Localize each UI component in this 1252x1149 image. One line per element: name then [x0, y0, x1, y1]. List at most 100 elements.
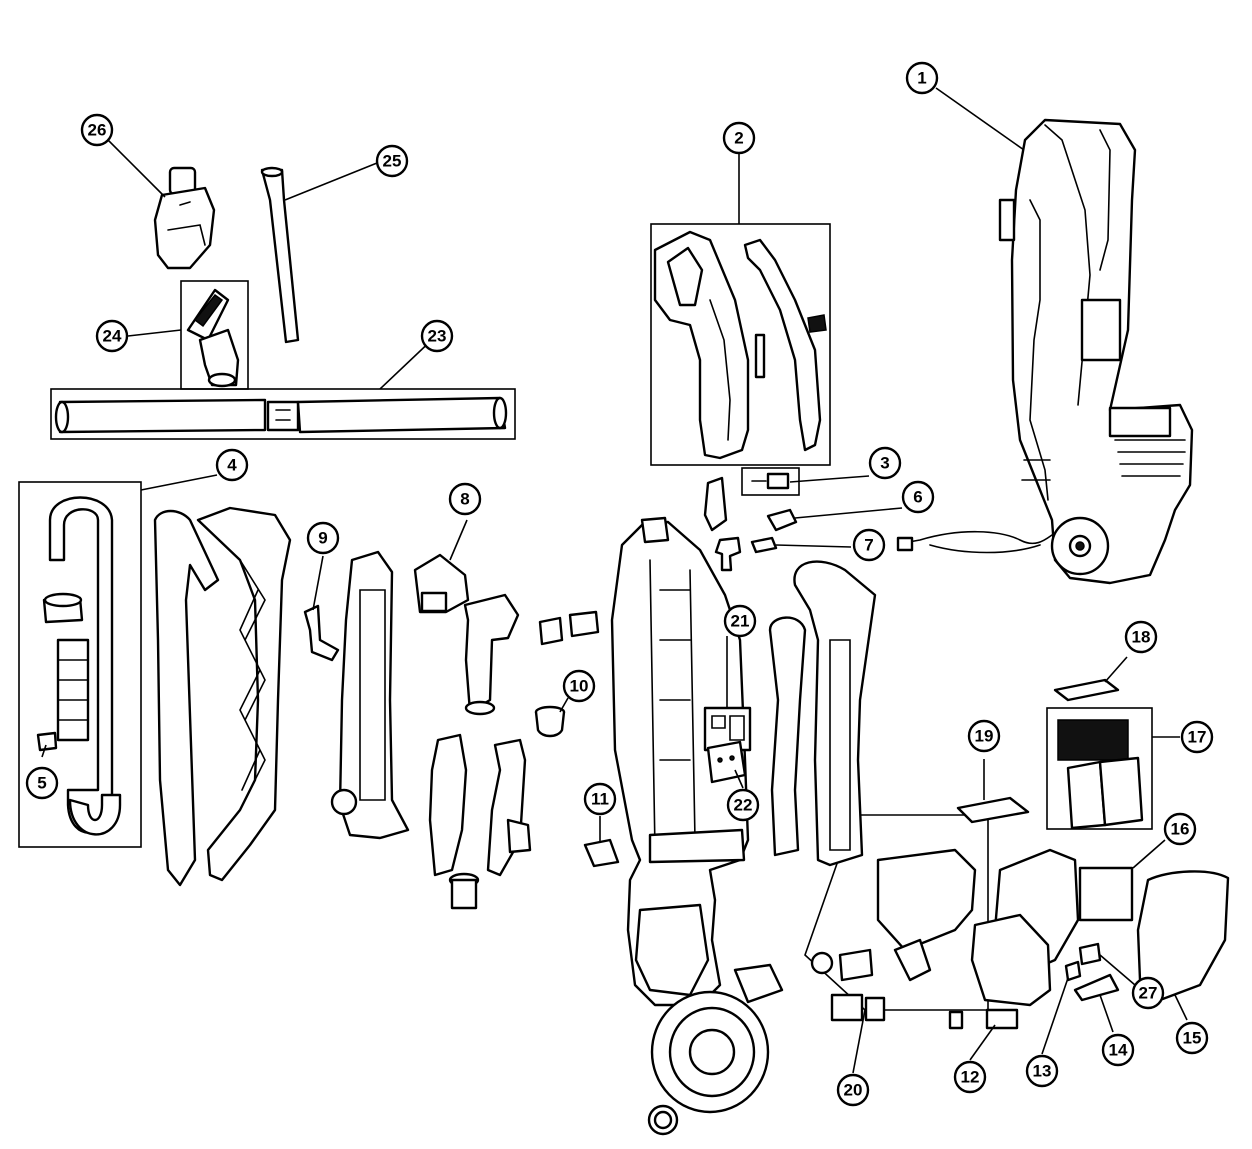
fitting-b: [568, 610, 600, 638]
dirt-cup-housing: [970, 848, 1080, 1030]
clip-bracket: [733, 963, 784, 1004]
complete-vacuum-unit: [998, 118, 1194, 585]
wheel-assembly: [647, 990, 770, 1136]
svg-text:4: 4: [227, 456, 237, 475]
handle-assembly: [653, 230, 827, 460]
svg-text:17: 17: [1188, 728, 1207, 747]
switch-part: [751, 472, 790, 490]
latch-14: [1073, 973, 1120, 1002]
callout-25: 25: [375, 144, 409, 178]
svg-text:15: 15: [1183, 1029, 1202, 1048]
callout-9: 9: [306, 521, 340, 555]
callout-22: 22: [726, 788, 760, 822]
callout-14: 14: [1101, 1033, 1135, 1067]
callout-21: 21: [723, 604, 757, 638]
callout-27: 27: [1131, 976, 1165, 1010]
svg-text:23: 23: [428, 327, 447, 346]
lower-ducts: [428, 733, 532, 910]
clip-part-6: [766, 508, 798, 532]
flexible-hose: [768, 616, 807, 857]
hose-assembly: [36, 496, 122, 836]
svg-text:13: 13: [1033, 1062, 1052, 1081]
svg-text:26: 26: [88, 121, 107, 140]
svg-text:1: 1: [917, 69, 926, 88]
circuit-board-part-21: [703, 706, 752, 752]
callout-20: 20: [836, 1073, 870, 1107]
svg-text:3: 3: [880, 454, 889, 473]
rear-cover-panel: [196, 506, 292, 882]
inner-chassis: [330, 550, 410, 840]
callout-2: 2: [722, 121, 756, 155]
svg-text:14: 14: [1109, 1041, 1128, 1060]
callout-4: 4: [215, 448, 249, 482]
svg-text:21: 21: [731, 612, 750, 631]
callout-15: 15: [1175, 1021, 1209, 1055]
svg-text:27: 27: [1139, 984, 1158, 1003]
callout-16: 16: [1163, 812, 1197, 846]
callout-11: 11: [583, 782, 617, 816]
wand-tube: [260, 168, 300, 344]
callout-7: 7: [852, 528, 886, 562]
callout-8: 8: [448, 482, 482, 516]
hose-cover: [153, 509, 220, 887]
callout-17: 17: [1180, 720, 1214, 754]
latch-parts: [703, 476, 742, 572]
clip-part-7: [750, 536, 778, 554]
callout-18: 18: [1124, 620, 1158, 654]
svg-text:19: 19: [975, 727, 994, 746]
nozzle-tool: [153, 166, 216, 270]
box-filter-set: [1046, 707, 1153, 830]
svg-text:2: 2: [734, 129, 743, 148]
svg-text:18: 18: [1132, 628, 1151, 647]
svg-text:6: 6: [913, 488, 922, 507]
callout-3: 3: [868, 446, 902, 480]
box-extension-wand: [50, 388, 516, 440]
elbow-duct: [413, 553, 520, 716]
svg-text:7: 7: [864, 536, 873, 555]
leader-lines: [41, 87, 1188, 1074]
main-body-frame: [610, 516, 750, 1007]
latch-part-9: [303, 604, 340, 662]
callout-6: 6: [901, 480, 935, 514]
filter-19: [956, 796, 1030, 824]
svg-text:11: 11: [591, 790, 609, 809]
svg-text:9: 9: [318, 529, 327, 548]
callout-13: 13: [1025, 1054, 1059, 1088]
callout-1: 1: [905, 61, 939, 95]
svg-text:16: 16: [1171, 820, 1190, 839]
fitting-a: [538, 616, 564, 646]
callout-10: 10: [562, 669, 596, 703]
body-shell: [793, 560, 877, 867]
power-cord: [896, 530, 1053, 554]
callout-24: 24: [95, 319, 129, 353]
box-upholstery-tool: [180, 280, 249, 390]
svg-text:20: 20: [844, 1081, 863, 1100]
callout-26: 26: [80, 113, 114, 147]
screen-16: [1078, 866, 1134, 922]
svg-text:12: 12: [961, 1068, 980, 1087]
screw-13: [1064, 960, 1082, 982]
plate-part-22: [706, 740, 747, 784]
bracket-part-11: [583, 838, 620, 868]
svg-text:25: 25: [383, 152, 402, 171]
callout-5: 5: [25, 766, 59, 800]
svg-text:5: 5: [37, 774, 46, 793]
small-part: [948, 1010, 964, 1030]
motor-assembly: [810, 848, 977, 1022]
svg-text:10: 10: [570, 677, 589, 696]
box-handle-group: [650, 223, 831, 466]
svg-text:8: 8: [460, 490, 469, 509]
upholstery-brush: [186, 288, 240, 388]
filter-pad-18: [1053, 678, 1120, 702]
extension-wand: [54, 396, 508, 434]
callout-23: 23: [420, 319, 454, 353]
callout-12: 12: [953, 1060, 987, 1094]
part-27: [1078, 942, 1102, 966]
svg-text:24: 24: [103, 327, 122, 346]
cup-part-10: [534, 705, 566, 738]
callout-19: 19: [967, 719, 1001, 753]
box-hose-assembly: [18, 481, 142, 848]
svg-text:22: 22: [734, 796, 753, 815]
filter-set-17: [1057, 719, 1144, 830]
